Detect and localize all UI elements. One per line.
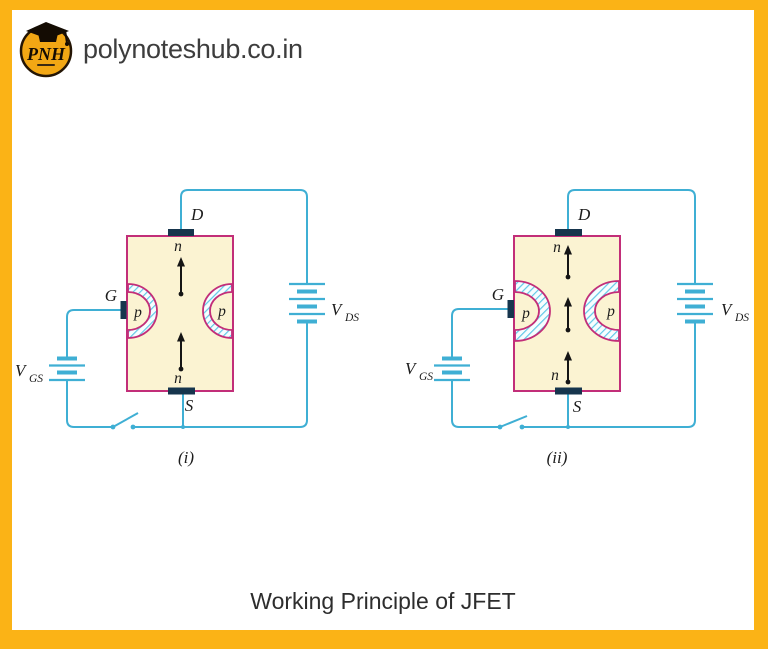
current-arrows: [177, 257, 185, 372]
vgs-battery: [49, 356, 85, 382]
n-top-label: n: [174, 238, 182, 255]
graduation-cap-icon: [26, 22, 69, 39]
n-bottom-label: n: [551, 367, 559, 384]
gate-wire: [451, 308, 508, 358]
gate-wire: [66, 309, 121, 358]
switch-terminal-dot: [519, 424, 525, 430]
vgs-return-wire: [66, 380, 111, 428]
current-arrow-dot: [178, 291, 184, 297]
p-left-label: p: [521, 305, 530, 322]
current-arrow-dot: [565, 327, 571, 333]
vds-label-sub: DS: [344, 312, 359, 324]
vgs-label: V: [15, 361, 28, 380]
gate-electrode: [507, 300, 514, 318]
depletion-region-left: [127, 283, 158, 339]
circuit-2-wires: [451, 189, 696, 428]
n-top-label: n: [553, 239, 561, 256]
site-name: polynoteshub.co.in: [83, 33, 303, 64]
drain-electrode: [555, 229, 582, 236]
drain-label: D: [190, 205, 204, 224]
vds-label-sub: DS: [734, 312, 749, 324]
logo-tagline-mark: [37, 64, 55, 66]
current-arrow-head: [177, 257, 185, 267]
source-label: S: [185, 396, 194, 415]
depletion-region-right: [583, 280, 620, 342]
gate-label: G: [492, 285, 504, 304]
current-arrow-head: [564, 351, 572, 361]
vds-label: V: [721, 300, 734, 319]
source-electrode: [168, 387, 195, 395]
vds-return-wire: [135, 321, 308, 428]
vds-return-wire: [524, 321, 696, 428]
vgs-label: V: [405, 359, 418, 378]
source-label: S: [573, 397, 582, 416]
vgs-label-sub: GS: [29, 373, 43, 385]
vds-label: V: [331, 300, 344, 319]
p-right-label: p: [606, 303, 615, 320]
n-bottom-label: n: [174, 370, 182, 387]
junction-dot: [181, 425, 185, 429]
vds-battery: [289, 282, 325, 324]
figure-title: Working Principle of JFET: [250, 588, 516, 614]
switch-blade: [112, 412, 139, 428]
source-electrode: [555, 387, 582, 395]
drain-wire: [567, 189, 696, 284]
vds-battery: [677, 282, 713, 324]
switch-terminal-dot: [497, 424, 503, 430]
switch-blade: [499, 415, 528, 428]
p-left-label: p: [133, 304, 142, 321]
pnh-logo-graphic: PNH: [19, 22, 73, 78]
depletion-region-left: [514, 280, 551, 342]
current-arrow-dot: [565, 379, 571, 385]
cap-tassel-end: [65, 42, 69, 46]
drain-label: D: [577, 205, 591, 224]
circuit-1-wires: [66, 189, 308, 428]
switch-terminal-dot: [110, 424, 116, 430]
circuit-2-caption: (ii): [547, 448, 568, 467]
junction-dot: [566, 425, 570, 429]
current-arrow-head: [177, 332, 185, 342]
current-arrow-dot: [178, 366, 184, 372]
current-arrow-head: [564, 245, 572, 255]
pnh-logo: PNH: [17, 20, 75, 78]
vgs-battery: [434, 356, 470, 382]
site-header: PNH polynoteshub.co.in: [17, 20, 303, 78]
cap-tassel: [64, 29, 68, 44]
p-right-label: p: [217, 303, 226, 320]
vgs-return-wire: [451, 380, 498, 428]
drain-wire: [180, 189, 308, 284]
content-area: PNH polynoteshub.co.in: [12, 10, 754, 630]
current-arrow-head: [564, 297, 572, 307]
current-arrows: [564, 245, 572, 385]
jfet-circuit-2: D n G p p n S V GS V DS (ii): [405, 189, 749, 467]
drain-electrode: [168, 229, 194, 236]
depletion-region-right: [202, 283, 233, 339]
circuit-1-caption: (i): [178, 448, 194, 467]
graduation-cap-base: [38, 33, 58, 42]
vgs-label-sub: GS: [419, 371, 433, 383]
switch-terminal-dot: [130, 424, 136, 430]
jfet-circuit-1: D n G p p n S V GS V DS (i): [15, 189, 359, 467]
current-arrow-dot: [565, 274, 571, 280]
logo-text: PNH: [26, 44, 66, 64]
gate-label: G: [105, 286, 117, 305]
gate-electrode: [120, 301, 127, 319]
